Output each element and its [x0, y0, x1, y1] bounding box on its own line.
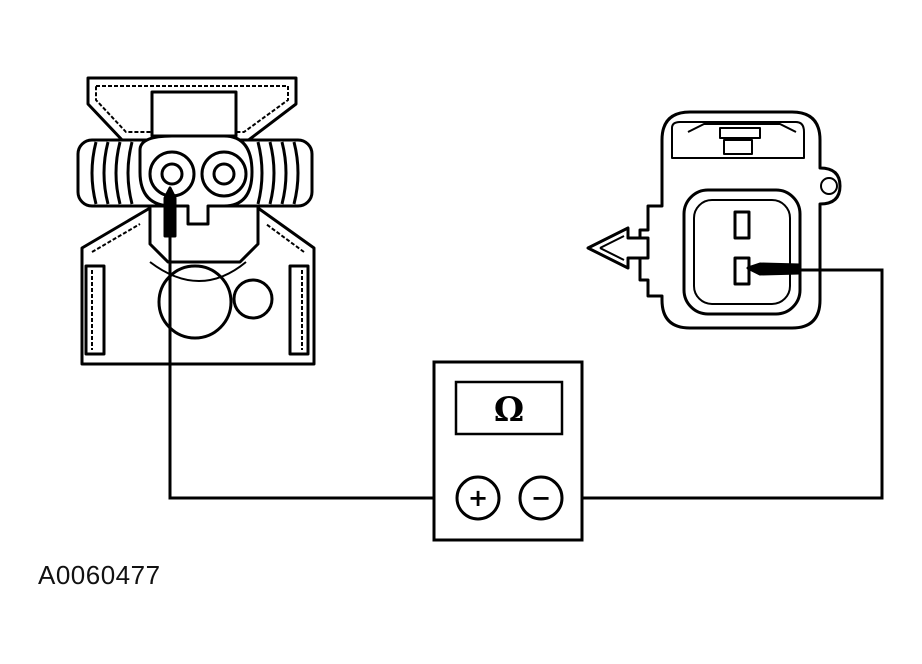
negative-terminal-label: −	[531, 484, 551, 512]
left-probe	[163, 186, 177, 238]
left-component	[76, 76, 316, 366]
left-component-terminals	[138, 134, 254, 226]
test-leads	[168, 234, 884, 500]
direction-arrow	[586, 226, 650, 270]
negative-terminal	[518, 475, 564, 521]
left-component-bracket	[86, 76, 298, 144]
ohmmeter: Ω + −	[432, 360, 584, 542]
right-component	[586, 110, 842, 330]
left-component-ribbed-body	[76, 138, 314, 208]
positive-terminal-label: +	[468, 484, 488, 512]
ohm-symbol: Ω	[494, 390, 524, 430]
ohmmeter-display	[454, 380, 564, 436]
reference-id: A0060477	[38, 560, 161, 590]
positive-terminal	[455, 475, 501, 521]
left-component-housing	[80, 206, 316, 366]
negative-lead	[565, 268, 884, 500]
right-probe	[746, 262, 802, 276]
positive-lead	[168, 234, 456, 500]
